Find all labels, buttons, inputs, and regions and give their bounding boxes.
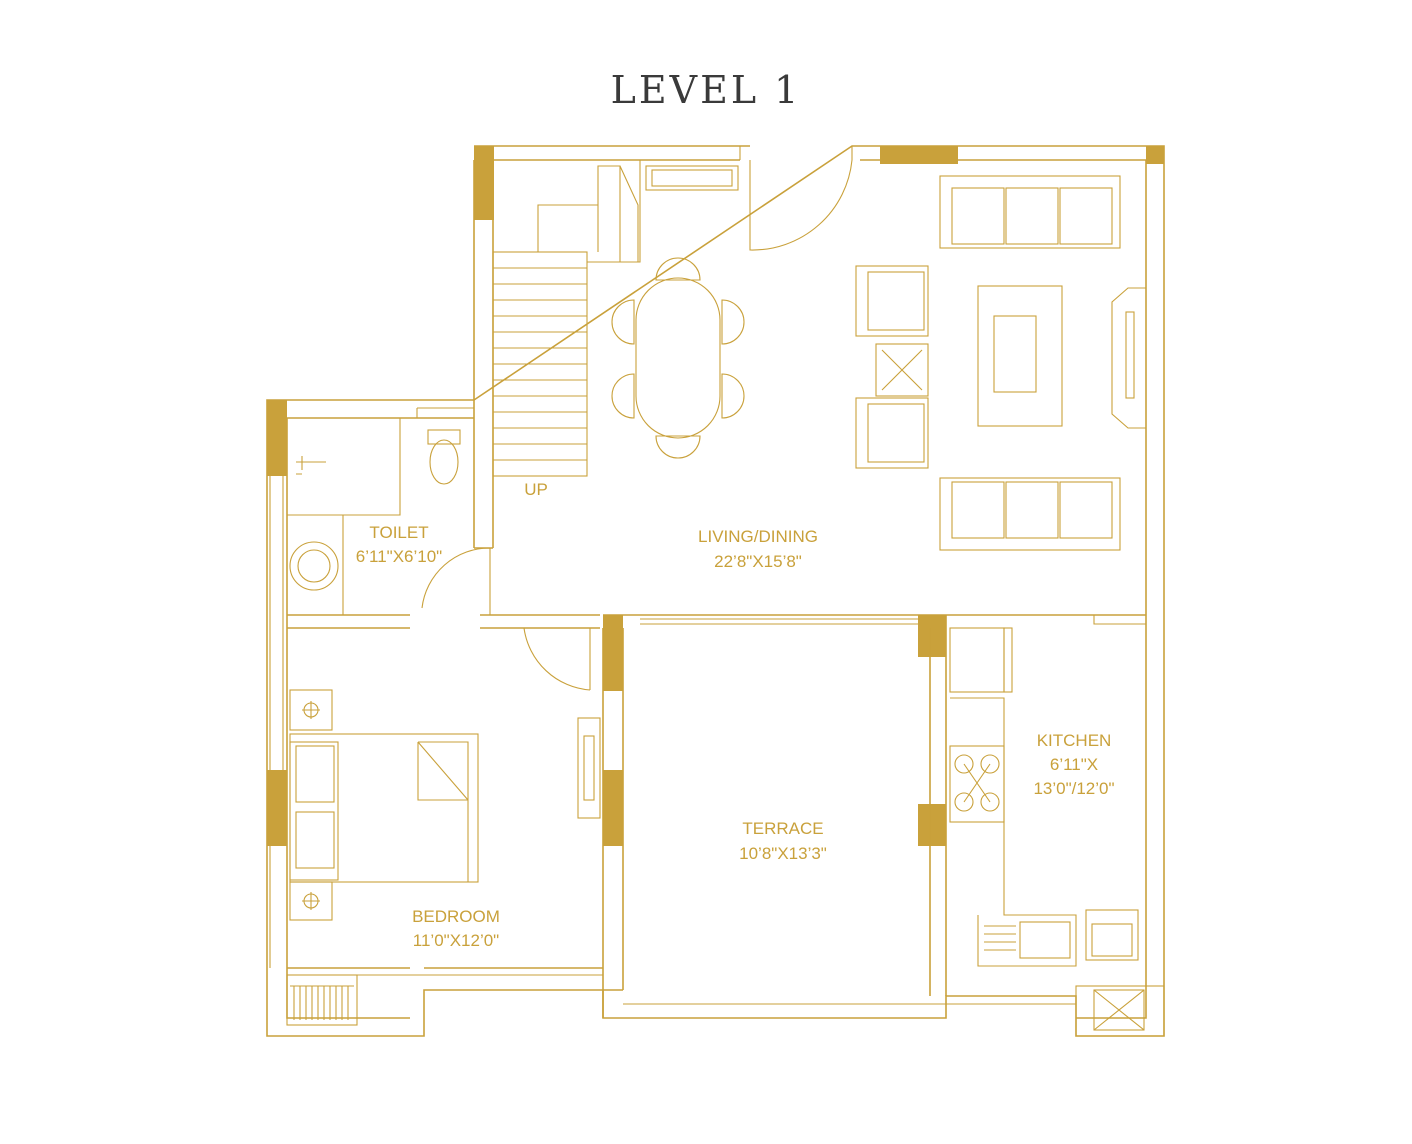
living-furniture [855, 175, 1146, 551]
outer-walls [266, 145, 1165, 1037]
terrace-name: TERRACE [742, 819, 823, 838]
living-size: 22’8"X15’8" [714, 552, 802, 571]
doors [421, 159, 853, 691]
stairs-up-label: UP [524, 480, 548, 499]
dining-table [611, 257, 745, 459]
windows [269, 165, 739, 968]
bedroom-size: 11’0"X12’0" [413, 931, 499, 950]
toilet-size: 6’11"X6’10" [356, 547, 442, 566]
kitchen-name: KITCHEN [1037, 731, 1112, 750]
bedroom-name: BEDROOM [412, 907, 500, 926]
kitchen-size-line2: 13’0"/12’0" [1033, 779, 1114, 798]
toilet-name: TOILET [369, 523, 428, 542]
staircase: UP [492, 160, 641, 499]
kitchen-size-line1: 6’11"X [1050, 755, 1098, 774]
structural-columns [267, 146, 1164, 846]
room-labels: LIVING/DINING 22’8"X15’8" TOILET 6’11"X6… [356, 523, 1115, 950]
kitchen-fixtures [949, 627, 1139, 961]
toilet-fixtures [289, 429, 461, 591]
living-name: LIVING/DINING [698, 527, 818, 546]
interior-walls [287, 160, 1165, 1037]
bedroom-furniture [286, 689, 479, 1026]
page-title: LEVEL 1 [610, 68, 802, 112]
terrace-size: 10’8"X13’3" [739, 844, 827, 863]
